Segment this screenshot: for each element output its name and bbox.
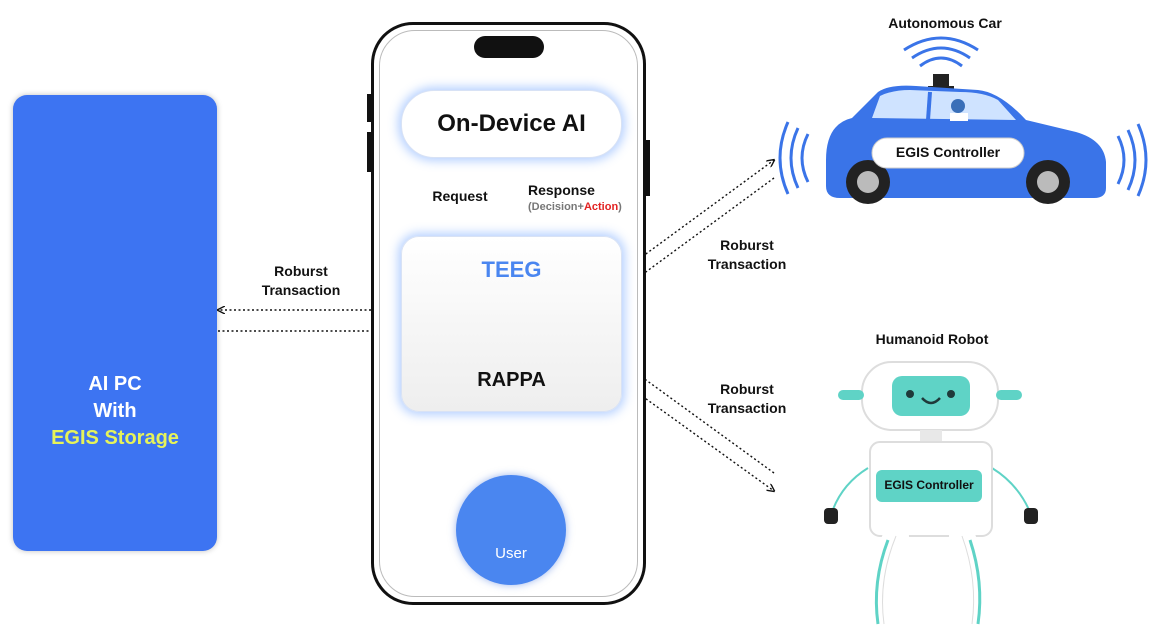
phone-notch bbox=[474, 36, 544, 58]
car-egis-controller-badge: EGIS Controller bbox=[895, 144, 1001, 160]
robot-transaction-arrows bbox=[624, 364, 774, 491]
robot-transaction-line2: Transaction bbox=[707, 400, 787, 416]
user-label: User bbox=[495, 545, 527, 562]
phone-side-button bbox=[367, 132, 371, 172]
phone-side-button bbox=[646, 140, 650, 196]
user-button: User bbox=[456, 475, 566, 585]
robot-egis-controller-badge: EGIS Controller bbox=[884, 478, 974, 492]
response-sub-action: Action bbox=[583, 201, 619, 213]
left-transaction-line1: Roburst bbox=[274, 263, 328, 279]
ai-pc-card: AI PC With EGIS Storage bbox=[13, 95, 217, 551]
car-transaction-line1: Roburst bbox=[720, 237, 774, 253]
on-device-ai-box: On-Device AI bbox=[401, 90, 622, 158]
ai-pc-storage-label: EGIS Storage bbox=[51, 427, 179, 449]
response-sub-open: (Decision+ bbox=[528, 201, 584, 213]
humanoid-robot-title: Humanoid Robot bbox=[875, 331, 989, 347]
phone-side-button bbox=[367, 94, 371, 122]
request-label: Request bbox=[432, 188, 488, 204]
car-transaction-line2: Transaction bbox=[707, 256, 787, 272]
car-transaction-label: Roburst Transaction bbox=[694, 236, 800, 274]
response-label: Response bbox=[528, 182, 595, 198]
ai-pc-title: AI PC With EGIS Storage bbox=[13, 371, 217, 452]
rappa-label: RAPPA bbox=[477, 369, 546, 391]
response-label-group: Response (Decision+Action) bbox=[528, 182, 640, 216]
autonomous-car-icon bbox=[778, 36, 1148, 204]
teeg-box: TEEG RAPPA bbox=[401, 236, 622, 412]
response-sub-label: (Decision+Action) bbox=[528, 199, 640, 216]
ai-pc-line1: AI PC bbox=[88, 373, 142, 395]
teeg-title: TEEG bbox=[481, 257, 542, 282]
left-transaction-line2: Transaction bbox=[261, 282, 341, 298]
humanoid-robot-icon bbox=[824, 361, 1038, 637]
left-transaction-arrows bbox=[218, 310, 398, 331]
autonomous-car-title: Autonomous Car bbox=[888, 15, 1002, 31]
phone-screen bbox=[379, 30, 638, 597]
robot-transaction-label: Roburst Transaction bbox=[694, 380, 800, 418]
response-sub-close: ) bbox=[618, 201, 622, 213]
left-transaction-label: Roburst Transaction bbox=[248, 262, 354, 300]
robot-transaction-line1: Roburst bbox=[720, 381, 774, 397]
ai-pc-line2: With bbox=[93, 400, 137, 422]
